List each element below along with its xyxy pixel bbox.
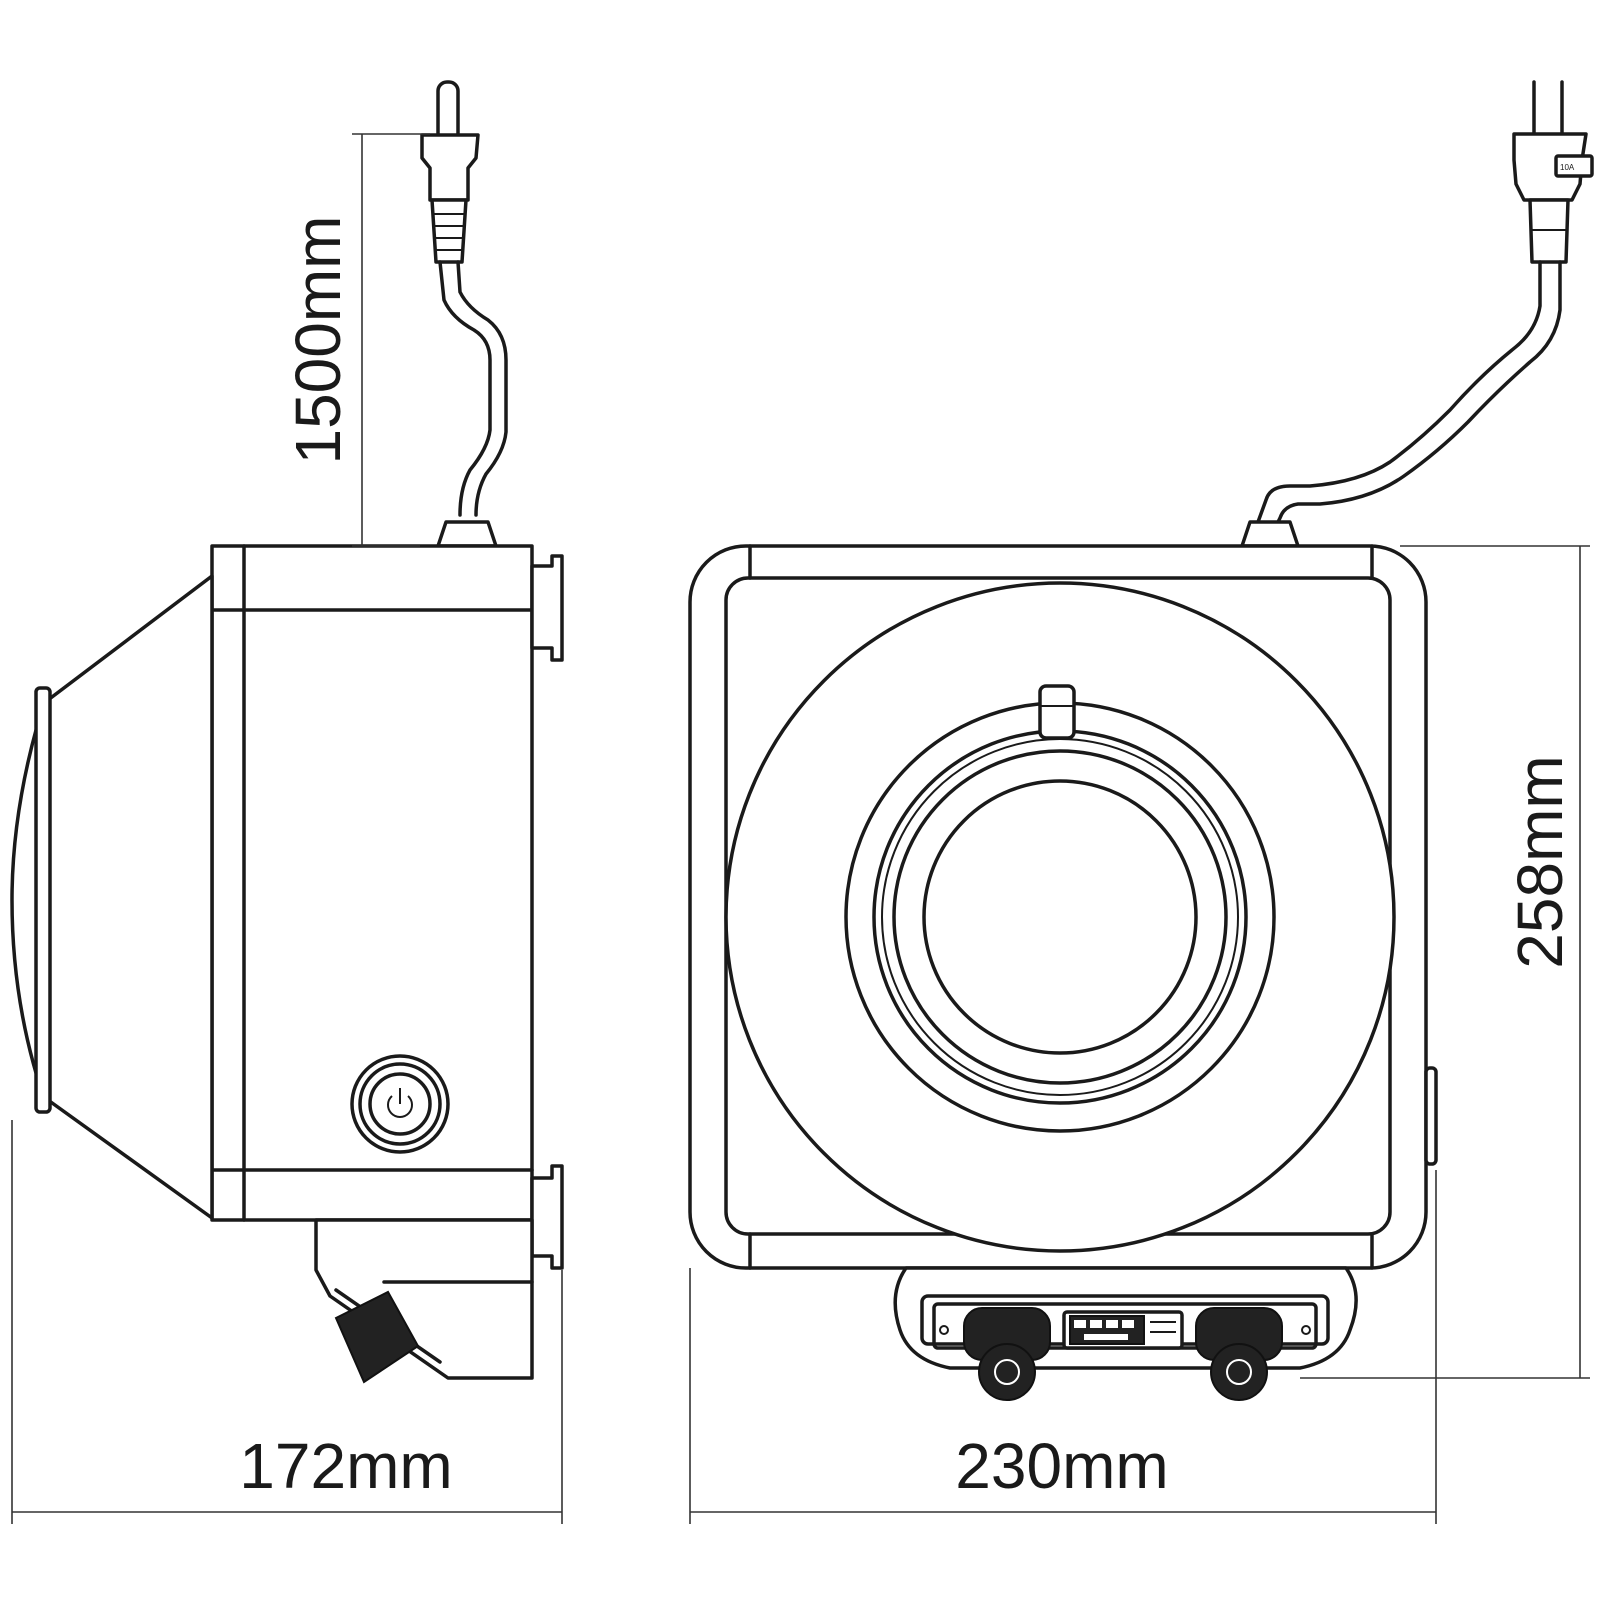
dim-front-width: 230mm [689,1170,1437,1524]
front-cord [1256,260,1562,524]
front-cord-grommet [1240,520,1300,548]
power-icon [387,1088,413,1118]
front-control-panel [893,1266,1358,1401]
dim-front-height: 258mm [1300,545,1590,1379]
front-width-label: 230mm [955,1430,1168,1502]
right-connector [1195,1307,1283,1401]
side-plug [420,80,480,264]
plug-rating-label: 10A [1560,163,1575,172]
front-disc [724,581,1396,1253]
side-cord-grommet [436,520,498,548]
power-button[interactable] [350,1054,450,1154]
side-view [10,80,564,1384]
side-cord [438,260,508,517]
side-cone [46,574,214,1220]
side-knob [334,1290,420,1384]
front-view: 10A [688,80,1594,1401]
front-lens [844,684,1276,1133]
front-plug: 10A [1512,80,1594,264]
side-depth-label: 172mm [239,1430,452,1502]
front-height-label: 258mm [1504,755,1576,968]
front-side-switch [1424,1066,1438,1166]
side-mount-top [530,554,564,662]
dim-side-depth: 172mm [11,1120,563,1524]
lens-top-tab [1038,684,1076,740]
dim-cord-length: 1500mm [282,133,430,547]
cord-length-label: 1500mm [282,216,354,465]
panel-display [1062,1310,1184,1350]
side-mount-bottom [530,1164,564,1270]
left-connector [963,1307,1051,1401]
side-bracket [314,1218,534,1380]
